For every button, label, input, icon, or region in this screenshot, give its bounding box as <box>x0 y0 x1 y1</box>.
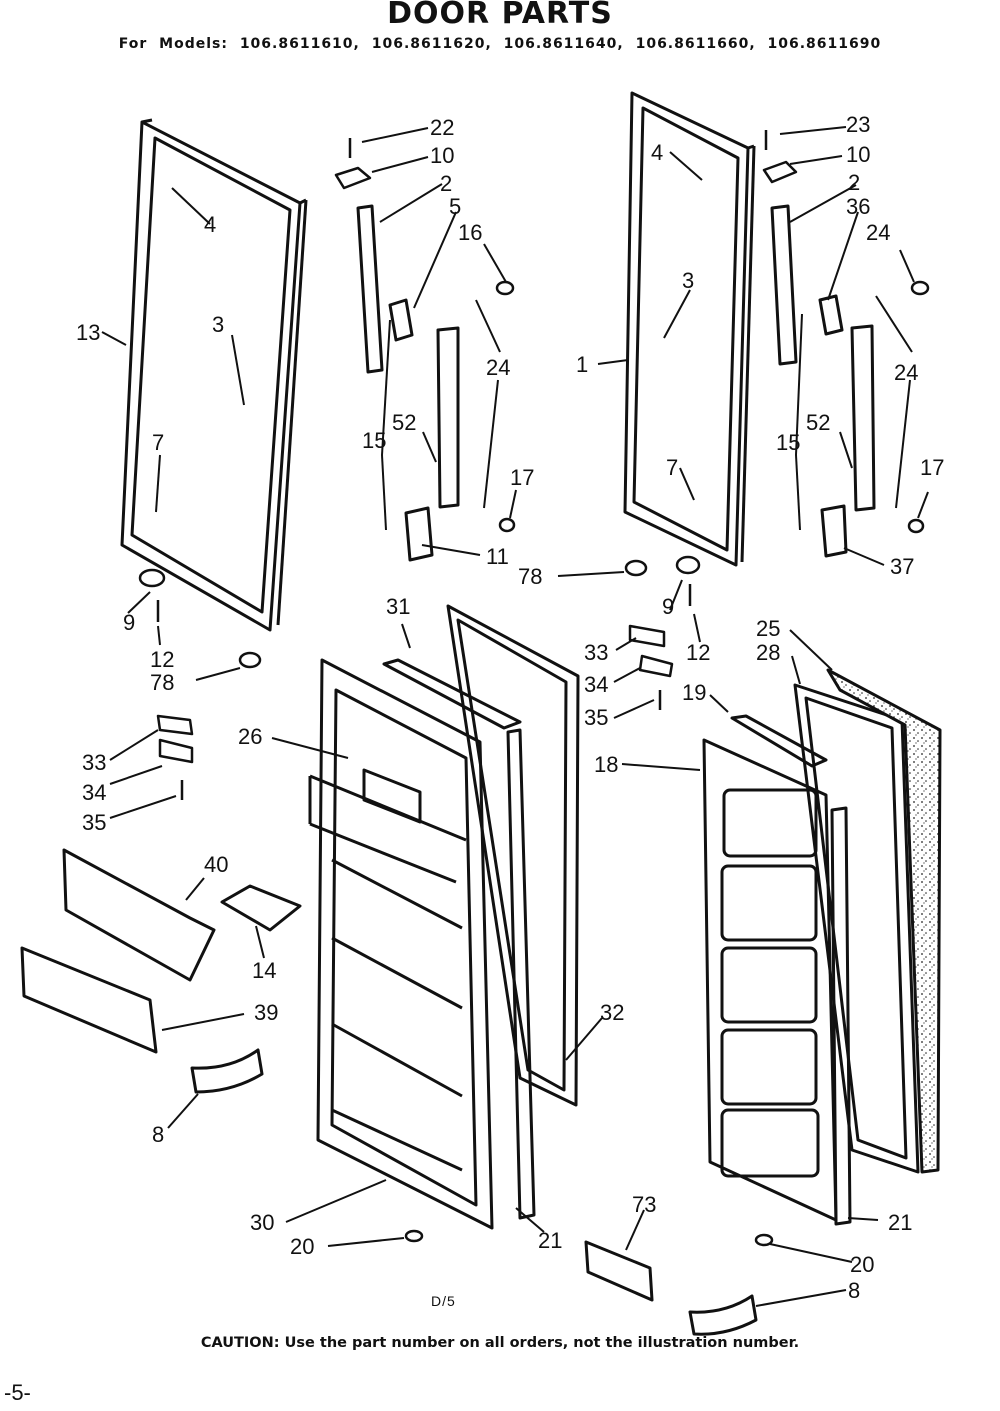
handle-cover-left <box>190 1048 264 1094</box>
callout-2-right: 2 <box>848 170 860 195</box>
callout-39: 39 <box>254 1000 278 1025</box>
callout-12-right: 12 <box>686 640 710 665</box>
trim-panel-39 <box>20 946 158 1054</box>
callout-78-left: 78 <box>150 670 174 695</box>
callout-16: 16 <box>458 220 482 245</box>
callout-26: 26 <box>238 724 262 749</box>
callout-15-left: 15 <box>362 428 386 453</box>
callout-33-right: 33 <box>584 640 608 665</box>
callout-11: 11 <box>486 544 509 569</box>
callout-10-right: 10 <box>846 142 870 167</box>
callout-31: 31 <box>386 594 410 619</box>
right-door-liner <box>702 738 838 1222</box>
callout-labels: 22 10 2 4 5 16 13 3 24 52 15 7 17 11 9 1… <box>76 112 944 1303</box>
callout-24-right: 24 <box>894 360 918 385</box>
callout-33-left: 33 <box>82 750 106 775</box>
callout-15-right: 15 <box>776 430 800 455</box>
callout-13: 13 <box>76 320 100 345</box>
callout-30: 30 <box>250 1210 274 1235</box>
callout-9-left: 9 <box>123 610 135 635</box>
callout-20-right: 20 <box>850 1252 874 1277</box>
callout-34-left: 34 <box>82 780 106 805</box>
callout-52-left: 52 <box>392 410 416 435</box>
right-door-gasket <box>793 683 920 1174</box>
left-door-liner <box>308 658 494 1230</box>
right-door-panel <box>623 91 756 567</box>
callout-34-right: 34 <box>584 672 608 697</box>
callout-7-left: 7 <box>152 430 164 455</box>
diagram-code: D/5 <box>431 1293 456 1309</box>
callout-22-left: 22 <box>430 115 454 140</box>
callout-8-right: 8 <box>848 1278 860 1303</box>
callout-78-right: 78 <box>518 564 542 589</box>
callout-9-right: 9 <box>662 594 674 619</box>
callout-52-right: 52 <box>806 410 830 435</box>
callout-2-left: 2 <box>440 171 452 196</box>
handle-cover-right <box>688 1294 758 1336</box>
cover-73 <box>584 1240 654 1302</box>
callout-28: 28 <box>756 640 780 665</box>
callout-40: 40 <box>204 852 228 877</box>
page-number: -5- <box>4 1380 31 1405</box>
right-breaker-strip <box>830 806 852 1226</box>
callout-73: 73 <box>632 1192 656 1217</box>
left-breaker-strip <box>506 728 536 1220</box>
left-top-trim <box>382 658 522 730</box>
callout-17-right: 17 <box>920 455 944 480</box>
callout-8-left: 8 <box>152 1122 164 1147</box>
callout-21-left: 21 <box>538 1228 562 1253</box>
callout-19: 19 <box>682 680 706 705</box>
models-line: For Models: 106.8611610, 106.8611620, 10… <box>118 36 882 52</box>
right-top-trim <box>730 714 828 768</box>
callout-4-left: 4 <box>204 212 216 237</box>
leader-lines <box>101 126 929 1307</box>
callout-25: 25 <box>756 616 780 641</box>
callout-23: 24 <box>866 220 890 245</box>
left-door-gasket <box>446 604 580 1107</box>
trim-panel-40 <box>62 848 216 982</box>
callout-7-right: 7 <box>666 455 678 480</box>
callout-12-left: 12 <box>150 647 174 672</box>
callout-5: 5 <box>449 194 461 219</box>
caution-note: CAUTION: Use the part number on all orde… <box>200 1335 800 1351</box>
right-hinge-strip <box>770 204 876 558</box>
left-hinge-strip <box>356 204 460 562</box>
callout-14: 14 <box>252 958 276 983</box>
callout-36: 36 <box>846 194 870 219</box>
callout-17-left: 17 <box>510 465 534 490</box>
callout-32: 32 <box>600 1000 624 1025</box>
cap-14 <box>220 884 302 932</box>
callout-24-left: 24 <box>486 355 510 380</box>
callout-21-right: 21 <box>888 1210 912 1235</box>
callout-22-right: 23 <box>846 112 870 137</box>
callout-1: 1 <box>576 352 588 377</box>
callout-4-right: 4 <box>651 140 663 165</box>
callout-18: 18 <box>594 752 618 777</box>
page-title: DOOR PARTS <box>387 0 613 31</box>
callout-37: 37 <box>890 554 914 579</box>
callout-3-left: 3 <box>212 312 224 337</box>
callout-20-left: 20 <box>290 1234 314 1259</box>
hinge-hardware <box>138 130 930 1247</box>
right-insulation <box>826 668 942 1174</box>
callout-35-left: 35 <box>82 810 106 835</box>
callout-35-right: 35 <box>584 705 608 730</box>
callout-3-right: 3 <box>682 268 694 293</box>
left-door-panel <box>120 118 308 632</box>
callout-10-left: 10 <box>430 143 454 168</box>
